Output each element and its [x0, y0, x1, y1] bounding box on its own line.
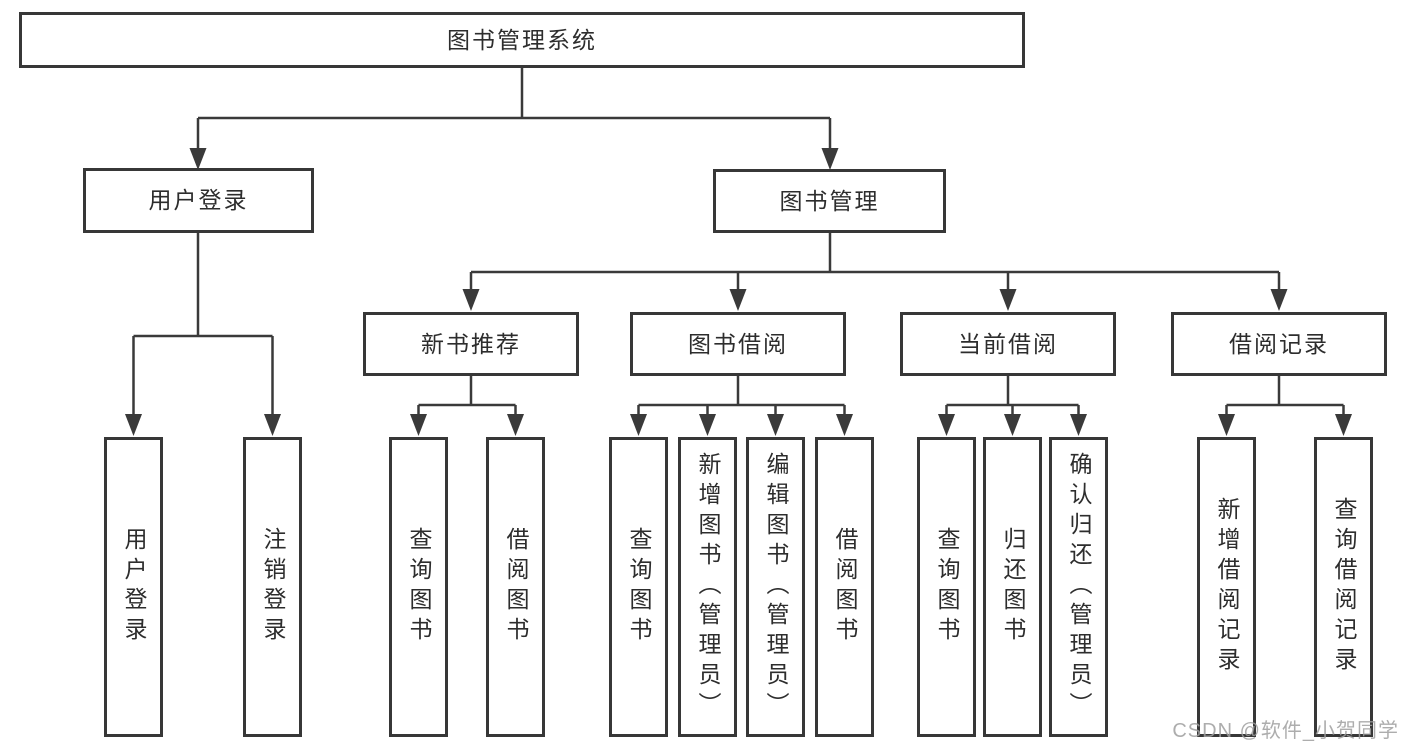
- node-library-management-system: 图书管理系统: [19, 12, 1025, 68]
- node-confirm-return-admin: 确认归还（管理员）: [1049, 437, 1108, 737]
- node-user-login: 用户登录: [83, 168, 314, 233]
- node-add-books-admin: 新增图书（管理员）: [678, 437, 737, 737]
- node-logout: 注销登录: [243, 437, 302, 737]
- node-query-books-recommend: 查询图书: [389, 437, 448, 737]
- csdn-watermark: CSDN @软件_小贺同学: [1172, 720, 1399, 742]
- node-user-login-leaf: 用户登录: [104, 437, 163, 737]
- node-book-management: 图书管理: [713, 169, 946, 233]
- node-query-books-current: 查询图书: [917, 437, 976, 737]
- node-query-books-borrow: 查询图书: [609, 437, 668, 737]
- node-return-books: 归还图书: [983, 437, 1042, 737]
- node-add-borrow-record: 新增借阅记录: [1197, 437, 1256, 737]
- node-book-borrowing: 图书借阅: [630, 312, 846, 376]
- node-edit-books-admin: 编辑图书（管理员）: [746, 437, 805, 737]
- node-current-borrowing: 当前借阅: [900, 312, 1116, 376]
- node-query-borrow-record: 查询借阅记录: [1314, 437, 1373, 737]
- node-new-book-recommend: 新书推荐: [363, 312, 579, 376]
- node-borrow-books: 借阅图书: [815, 437, 874, 737]
- node-borrow-books-recommend: 借阅图书: [486, 437, 545, 737]
- node-borrowing-records: 借阅记录: [1171, 312, 1387, 376]
